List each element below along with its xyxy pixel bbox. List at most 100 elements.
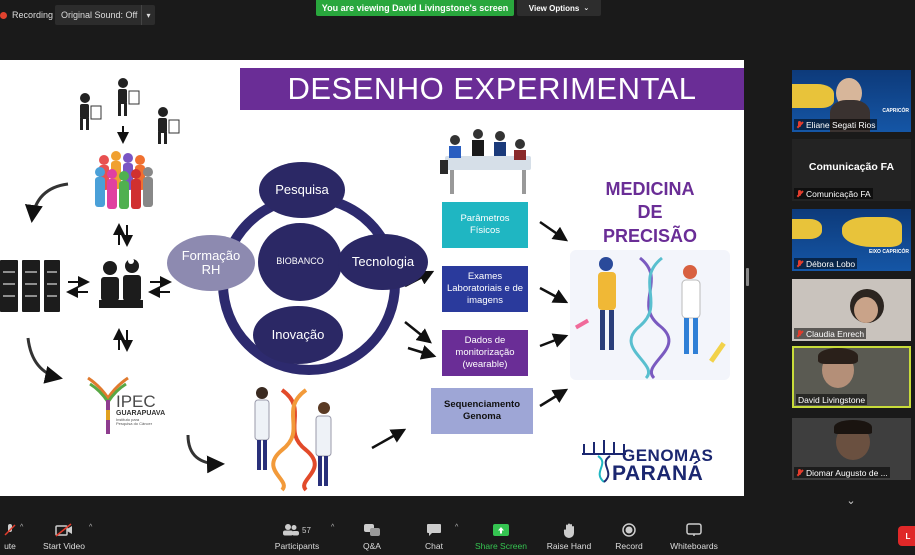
view-options-button[interactable]: View Options ⌄ [517,0,601,16]
viewing-screen-banner: You are viewing David Livingstone's scre… [316,0,514,16]
leave-label: L [905,531,911,541]
qa-icon [363,522,381,538]
participant-name-tag: Claudia Enrech [794,328,867,339]
ipec-logo-subtitle: GUARAPUAVA [116,410,166,417]
chat-button[interactable]: Chat [418,515,450,555]
participant-name-tag: Diomar Augusto de ... [794,467,890,478]
start-video-label: Start Video [43,541,85,551]
hand-icon [563,522,575,538]
video-tile[interactable]: Claudia Enrech [792,279,911,341]
slide-title-band: DESENHO EXPERIMENTAL [240,68,744,110]
share-screen-button[interactable]: Share Screen [474,515,528,555]
box-sequenciamento-label: Sequenciamento Genoma [443,399,521,422]
chevron-up-icon[interactable]: ^ [455,524,459,531]
video-tile[interactable]: Diomar Augusto de ... [792,418,911,480]
mute-button[interactable]: ute [0,515,20,555]
map-land-shape [792,84,834,108]
participant-count: 57 [302,525,311,535]
medicina-precisao-heading: MEDICINA DE PRECISÃO [580,178,720,248]
share-screen-icon [493,522,509,538]
medicina-line-3: PRECISÃO [602,225,698,246]
video-tile-active-speaker[interactable]: David Livingstone [792,346,911,408]
record-button[interactable]: Record [612,515,646,555]
node-formacao-rh: Formação RH [167,235,255,291]
recording-label: Recording [12,10,54,20]
mic-icon [3,522,17,538]
team-meeting-illustration [440,129,531,194]
participant-name: Débora Lobo [806,258,856,269]
doctors-dna-illustration [254,387,332,492]
bidirectional-arrow-icon [113,223,133,352]
participant-hair [834,420,872,434]
view-options-label: View Options [528,3,580,13]
participant-name: Comunicação FA [806,188,871,199]
panel-resize-handle[interactable] [746,268,749,286]
node-tecnologia: Tecnologia [338,234,428,290]
chevron-up-icon[interactable]: ^ [89,524,93,531]
participant-name-tag: Débora Lobo [794,258,858,269]
map-land-shape [792,219,822,239]
ipec-logo-mark [87,376,129,434]
participant-face [854,297,878,323]
genomas-logo-line1: GENOMAS [622,446,714,465]
node-pesquisa-label: Pesquisa [275,181,329,197]
ipec-logo: IPEC GUARAPUAVA Instituto para Pesquisa … [84,372,166,442]
mute-label: ute [4,541,16,551]
participant-name: David Livingstone [798,394,866,405]
participants-button[interactable]: 57 Participants [272,515,322,555]
original-sound-button[interactable]: Original Sound: Off ▾ [55,5,155,25]
viewing-banner-text: You are viewing David Livingstone's scre… [321,3,509,13]
whiteboards-label: Whiteboards [670,541,718,551]
video-tile[interactable]: Comunicação FA Comunicação FA [792,139,911,201]
recording-indicator[interactable]: Recording [0,6,53,24]
participant-hair [818,348,858,364]
box-parametros-label: Parâmetros Físicos [460,213,510,236]
video-tile[interactable]: EIXO CAPRICÓR Débora Lobo [792,209,911,271]
participants-label: Participants [274,541,320,551]
participant-name-tag: David Livingstone [796,394,868,405]
chevron-up-icon[interactable]: ^ [20,524,24,531]
raise-hand-button[interactable]: Raise Hand [544,515,594,555]
genomas-logo-line2: PARANÁ [612,462,704,485]
start-video-button[interactable]: Start Video [40,515,88,555]
whiteboards-button[interactable]: Whiteboards [666,515,722,555]
leave-button[interactable]: L [898,526,915,546]
participants-icon: 57 [283,522,311,538]
qa-label: Q&A [363,541,381,551]
muted-mic-icon [796,120,803,129]
medicina-line-1: MEDICINA [605,179,695,199]
node-pesquisa: Pesquisa [259,162,345,218]
box-exames-label: Exames Laboratoriais e de imagens [446,271,524,306]
map-land-shape [842,217,902,247]
participant-display-name: Comunicação FA [808,161,895,173]
box-sequenciamento: Sequenciamento Genoma [431,388,533,434]
video-tile[interactable]: CAPRICÓR Eliane Segati Rios [792,70,911,132]
more-participants-chevron-icon[interactable]: ⌄ [846,494,856,507]
box-dados-monitorizacao: Dados de monitorização (wearable) [442,330,528,376]
node-tecnologia-label: Tecnologia [351,253,415,269]
participant-name: Diomar Augusto de ... [806,467,888,478]
box-exames: Exames Laboratoriais e de imagens [442,266,528,312]
qa-button[interactable]: Q&A [356,515,388,555]
chevron-up-icon[interactable]: ^ [331,524,335,531]
node-biobanco: BIOBANCO [258,223,342,301]
background-banner-text: EIXO CAPRICÓR [868,249,909,255]
genomas-logo-mark [582,440,626,483]
box-parametros-fisicos: Parâmetros Físicos [442,202,528,248]
node-biobanco-label: BIOBANCO [276,256,324,267]
ipec-logo-name: IPEC [116,392,156,411]
muted-mic-icon [796,468,803,477]
record-icon [622,522,636,538]
server-rack-icon [0,260,60,312]
original-sound-label: Original Sound: Off [61,10,138,20]
top-bar: Recording Original Sound: Off ▾ You are … [0,0,915,30]
participant-name: Claudia Enrech [806,328,865,339]
node-formacao-label: Formação RH [181,247,241,277]
chat-icon [426,522,442,538]
chevron-down-icon[interactable]: ▾ [141,5,155,25]
participant-name-tag: Comunicação FA [794,188,873,199]
recording-dot-icon [0,11,7,19]
video-off-icon [55,522,73,538]
shared-screen-slide: DESENHO EXPERIMENTAL Pesquisa Formação R… [0,60,744,496]
